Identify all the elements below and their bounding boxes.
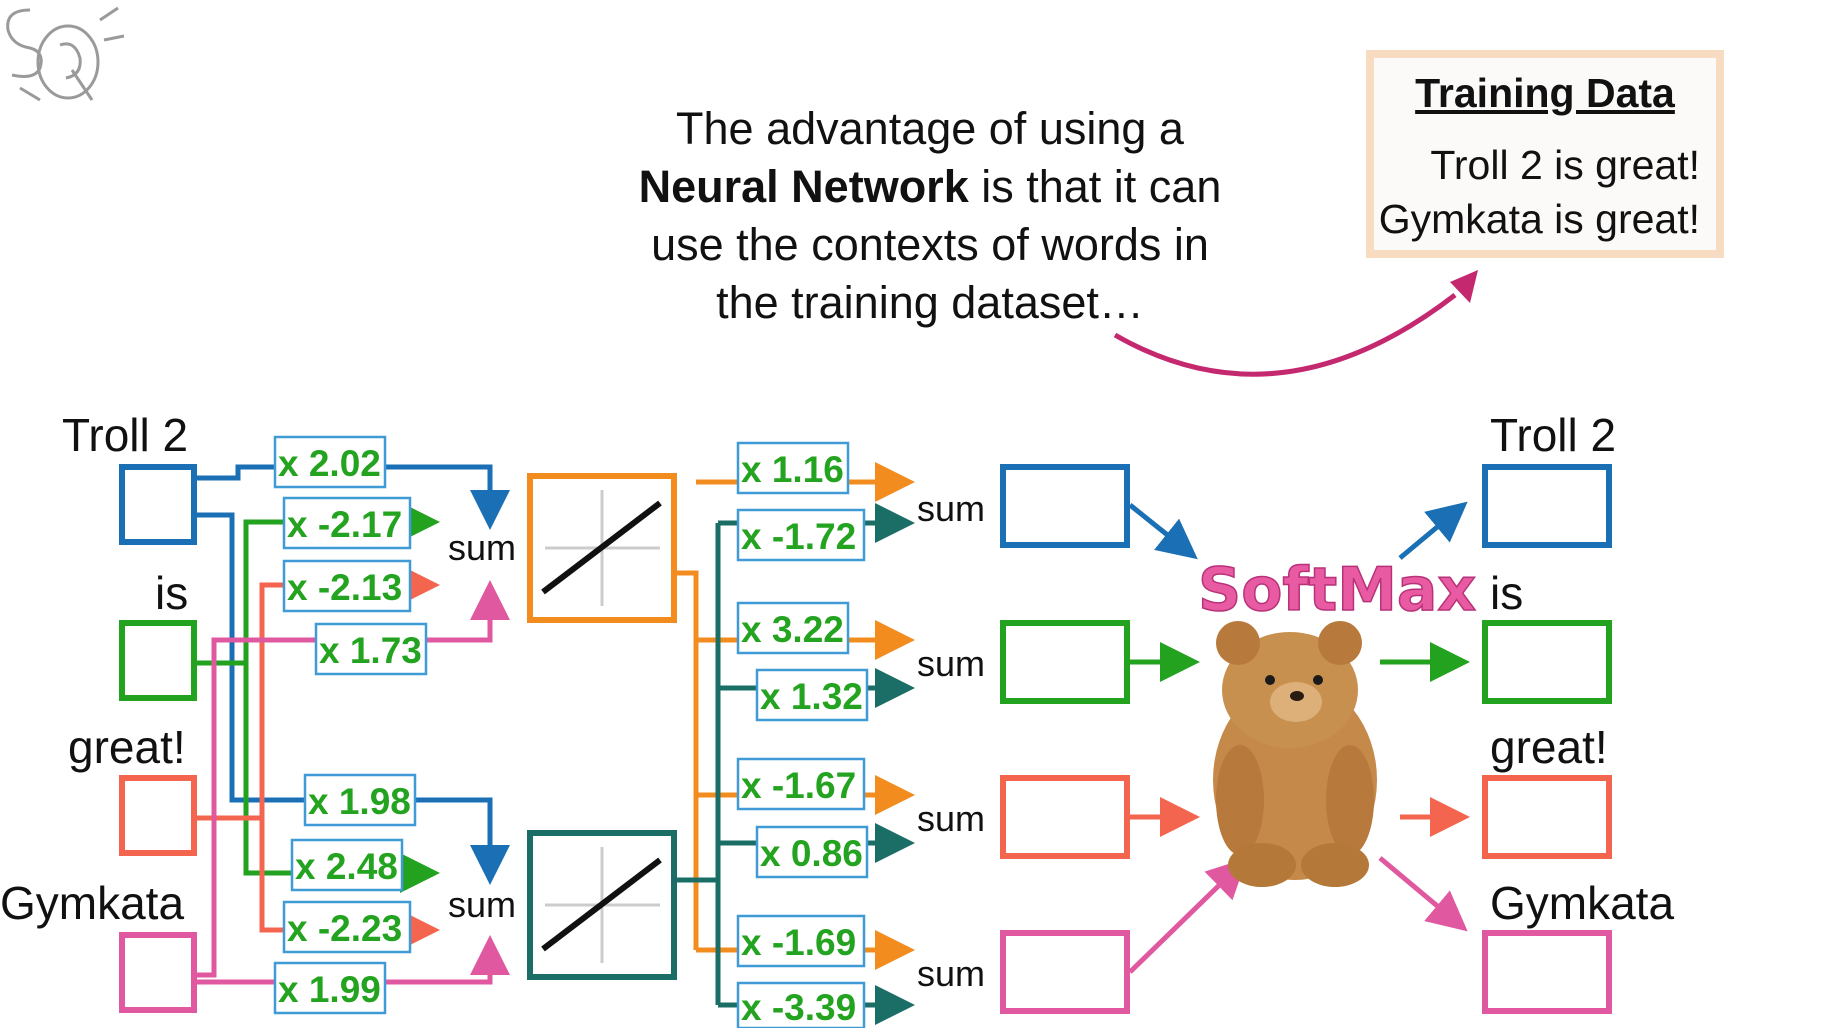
weight-box-out-5	[736, 757, 866, 811]
sum-label-out-3: sum	[917, 798, 985, 839]
sum-label-hidden-1: sum	[448, 527, 516, 568]
edge-troll-bottom	[193, 512, 510, 885]
weight-box-out-3	[736, 601, 850, 655]
input-box-great	[119, 775, 197, 856]
training-line-2: Gymkata is great!	[1378, 196, 1700, 242]
training-data-box: Training Data Troll 2 is great! Gymkata …	[1366, 50, 1724, 258]
weight-in-6: x 2.48	[295, 846, 398, 887]
output-box-is	[1482, 620, 1612, 704]
weight-box-out-6	[755, 825, 869, 879]
weight-box-in-2	[282, 496, 412, 550]
edge-troll-top	[193, 464, 510, 530]
input-word-troll: Troll 2	[62, 409, 189, 461]
weight-out-8: x -3.39	[741, 987, 856, 1028]
logo	[6, 6, 125, 102]
input-box-troll	[119, 464, 197, 545]
sum-box-troll	[1000, 464, 1130, 548]
weight-box-out-8	[736, 981, 866, 1028]
weight-out-3: x 3.22	[741, 609, 844, 650]
weight-in-1: x 2.02	[278, 443, 381, 484]
output-word-troll: Troll 2	[1490, 409, 1617, 461]
weight-box-in-6	[290, 838, 404, 892]
weight-in-5: x 1.98	[308, 781, 411, 822]
output-word-great: great!	[1490, 721, 1608, 773]
weight-box-out-4	[755, 668, 869, 722]
weight-out-2: x -1.72	[741, 516, 856, 557]
weight-box-in-7	[282, 900, 412, 954]
output-word-is: is	[1490, 567, 1524, 619]
sum-box-gymkata	[1000, 930, 1130, 1014]
caption-line-2: Neural Network is that it can	[560, 158, 1300, 216]
weight-in-3: x -2.13	[287, 567, 402, 608]
weight-out-5: x -1.67	[741, 765, 856, 806]
weight-out-6: x 0.86	[760, 833, 863, 874]
weight-box-out-2	[736, 508, 866, 562]
sum-label-out-2: sum	[917, 643, 985, 684]
output-box-great	[1482, 775, 1612, 859]
caption: The advantage of using a Neural Network …	[560, 100, 1300, 332]
weight-box-in-3	[282, 559, 412, 613]
weight-in-4: x 1.73	[319, 630, 422, 671]
input-box-gymkata	[119, 932, 197, 1013]
output-box-gymkata	[1482, 930, 1612, 1014]
caption-line-3: use the contexts of words in	[651, 219, 1209, 270]
weight-box-in-1	[273, 435, 387, 489]
weight-in-7: x -2.23	[287, 908, 402, 949]
input-word-gymkata: Gymkata	[0, 877, 185, 929]
sum-label-out-1: sum	[917, 488, 985, 529]
weight-in-8: x 1.99	[278, 969, 381, 1010]
weight-out-1: x 1.16	[741, 449, 844, 490]
edge-gym-top	[193, 580, 510, 978]
weight-out-7: x -1.69	[741, 922, 856, 963]
caption-line-1: The advantage of using a	[676, 103, 1184, 154]
weight-in-2: x -2.17	[287, 504, 402, 545]
caption-line-2-rest: is that it can	[968, 161, 1222, 212]
input-word-great: great!	[68, 721, 186, 773]
output-word-gymkata: Gymkata	[1490, 877, 1675, 929]
output-box-troll	[1482, 464, 1612, 548]
input-word-is: is	[155, 567, 189, 619]
weight-box-in-8	[273, 961, 387, 1015]
sum-label-out-4: sum	[917, 953, 985, 994]
weight-box-in-5	[303, 773, 417, 827]
weight-box-in-4	[314, 622, 428, 676]
weight-out-4: x 1.32	[760, 676, 863, 717]
sum-box-great	[1000, 775, 1130, 859]
weight-box-out-7	[736, 914, 866, 968]
sum-box-is	[1000, 620, 1130, 704]
softmax-label: SoftMax	[1198, 555, 1476, 625]
caption-line-4: the training dataset…	[716, 277, 1144, 328]
training-line-1: Troll 2 is great!	[1430, 142, 1700, 188]
sum-label-hidden-2: sum	[448, 884, 516, 925]
input-box-is	[119, 620, 197, 701]
caption-bold: Neural Network	[638, 161, 969, 212]
teddy-bear-icon	[1213, 621, 1377, 887]
weight-box-out-1	[736, 441, 850, 495]
training-data-title: Training Data	[1415, 70, 1675, 116]
